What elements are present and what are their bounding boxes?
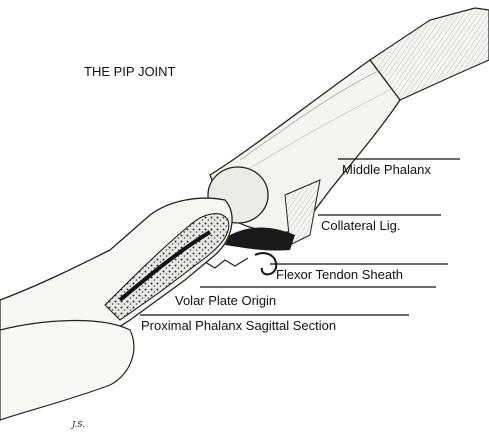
label-flexor-tendon-sheath: Flexor Tendon Sheath — [276, 268, 403, 281]
artist-signature: J.S. — [72, 420, 85, 429]
diagram-title: THE PIP JOINT — [84, 65, 176, 78]
label-volar-plate-origin: Volar Plate Origin — [175, 294, 276, 307]
proximal-phalanx — [0, 198, 232, 420]
label-proximal-phalanx: Proximal Phalanx Sagittal Section — [141, 319, 336, 332]
label-collateral-ligament: Collateral Lig. — [321, 219, 401, 232]
label-middle-phalanx: Middle Phalanx — [342, 163, 431, 176]
